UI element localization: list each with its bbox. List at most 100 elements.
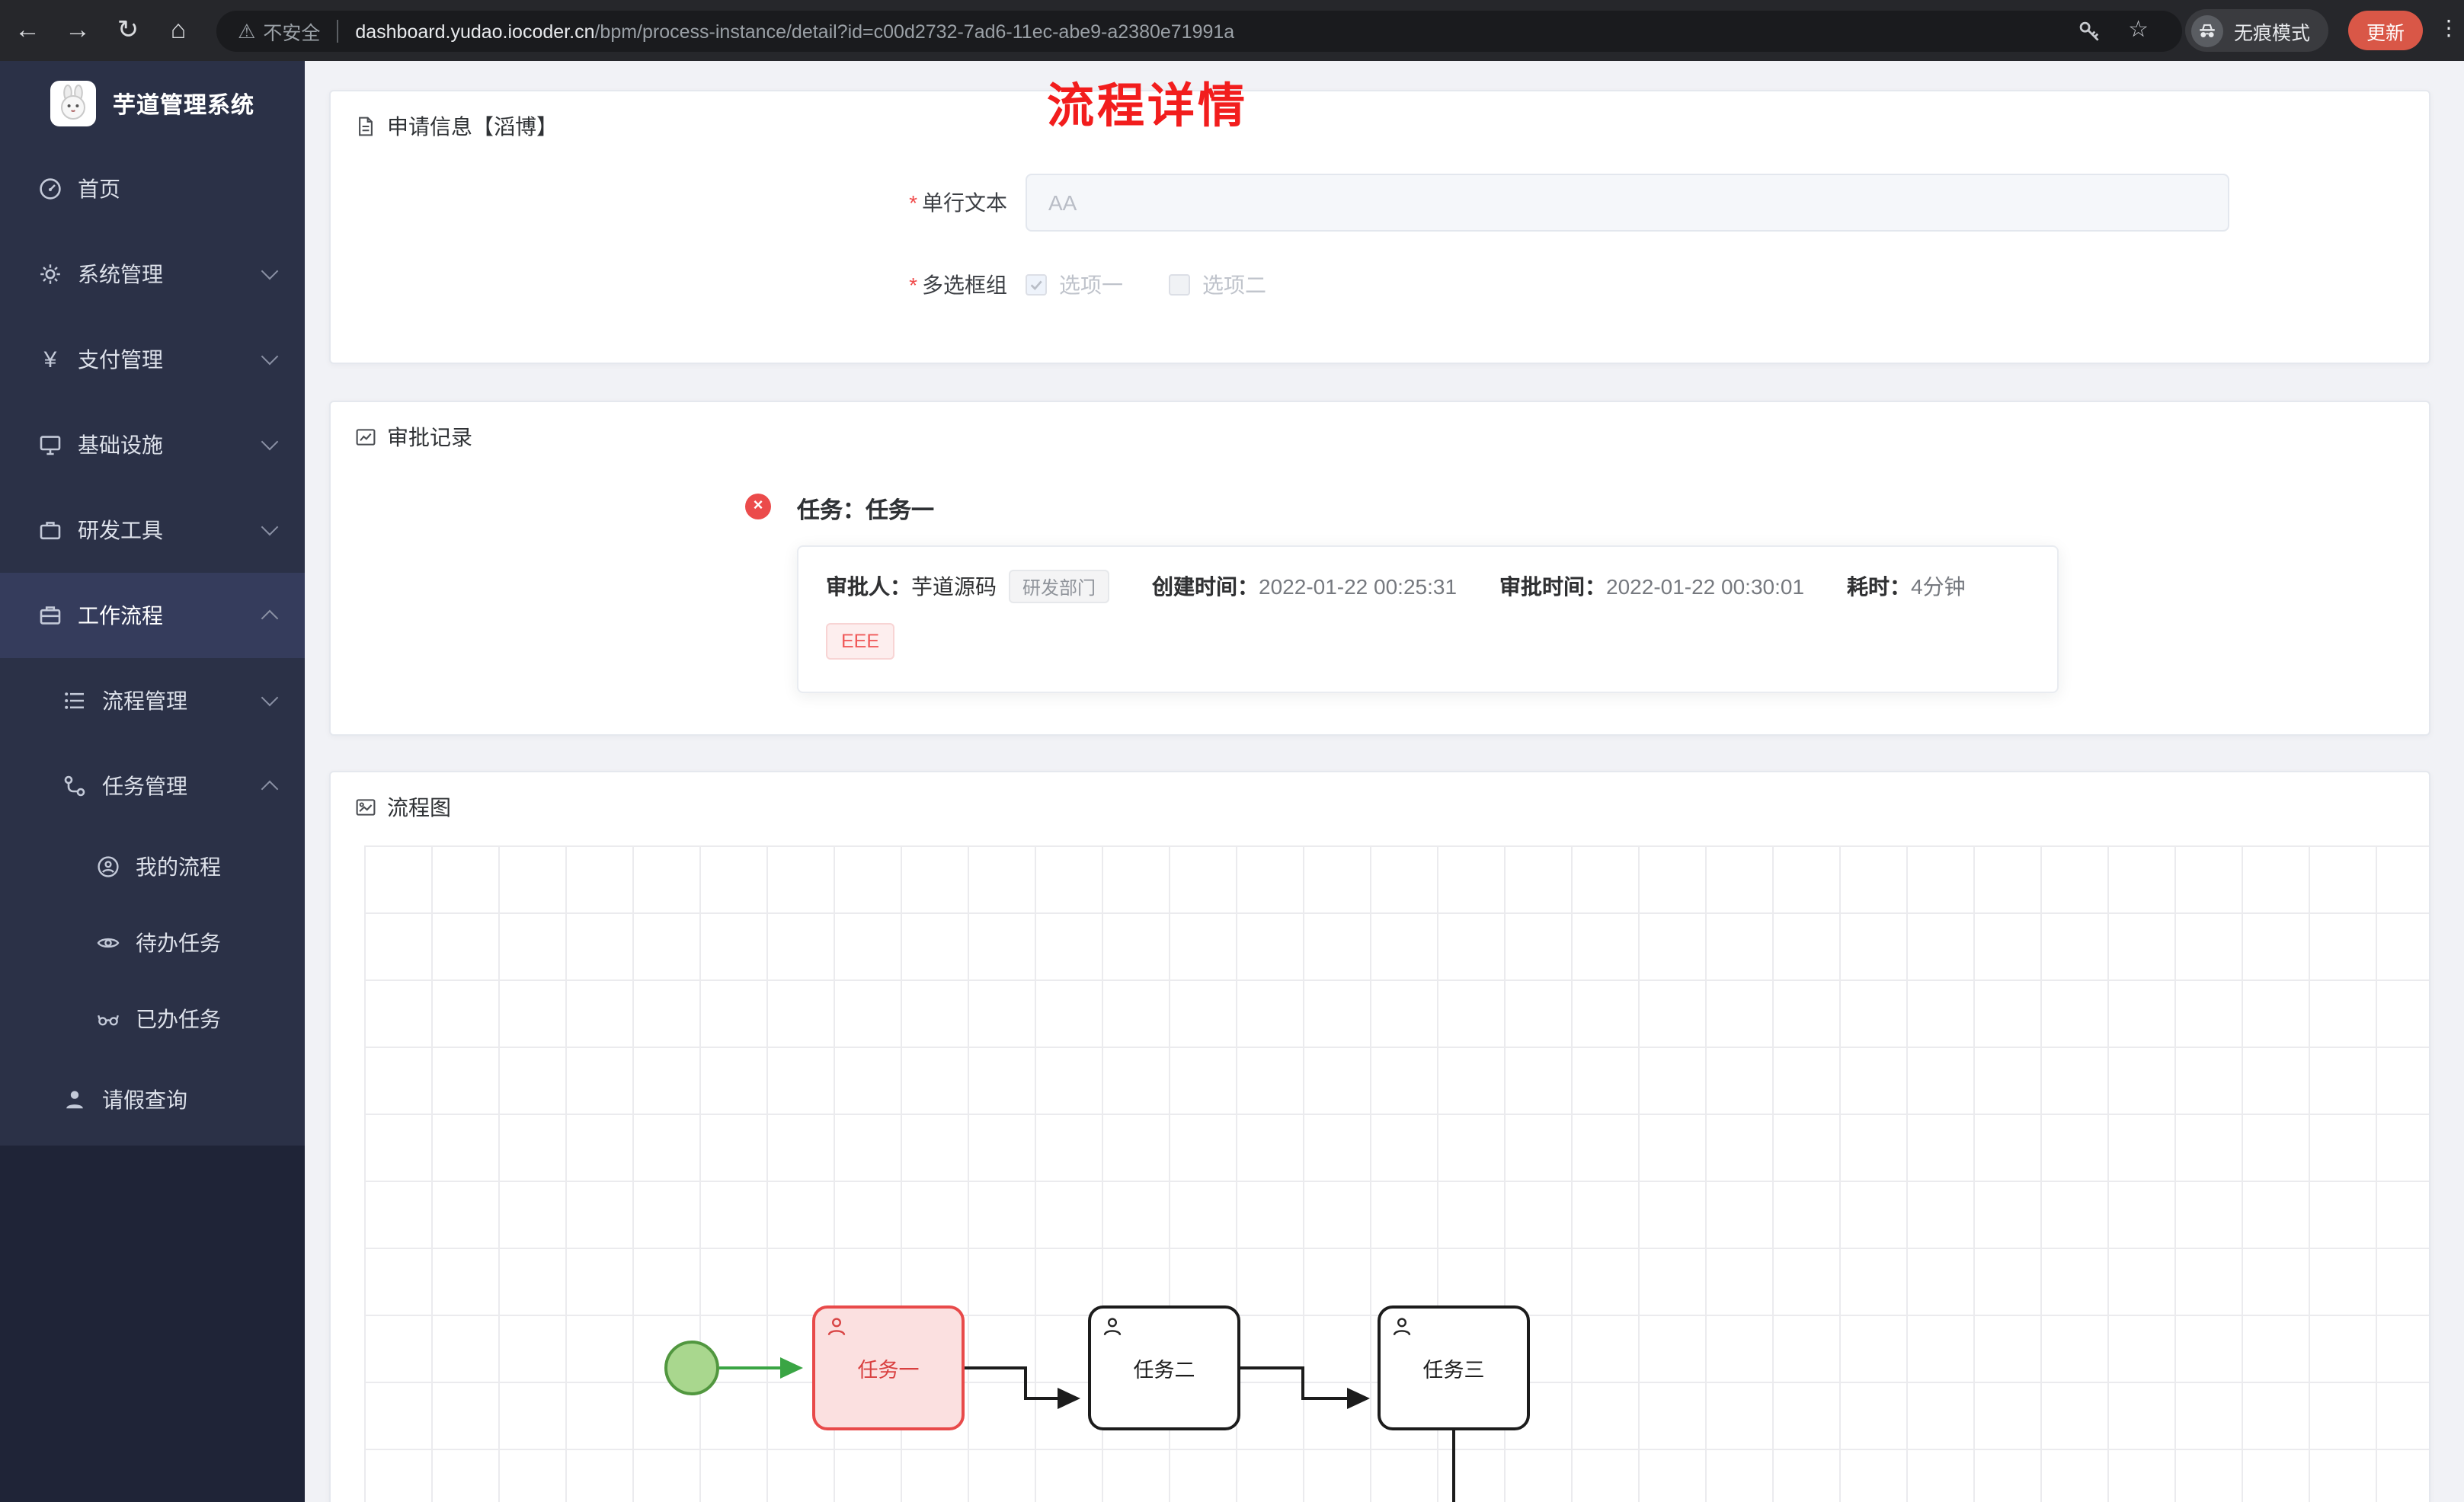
approval-records-title: 审批记录	[387, 425, 472, 449]
sidebar-item-payment[interactable]: ¥ 支付管理	[0, 317, 305, 402]
apply-info-header: 申请信息【滔博】	[331, 91, 2429, 142]
approve-time-group: 审批时间： 2022-01-22 00:30:01	[1499, 571, 1804, 602]
checkbox-option-2[interactable]: 选项二	[1169, 270, 1266, 300]
warning-icon: ⚠	[238, 19, 256, 42]
bpmn-task-2[interactable]: 任务二	[1088, 1305, 1240, 1430]
process-diagram-header: 流程图	[331, 772, 2429, 823]
sidebar-item-label: 支付管理	[78, 347, 163, 372]
sidebar-item-label: 系统管理	[78, 262, 163, 286]
incognito-icon	[2191, 14, 2223, 46]
reload-icon[interactable]: ↻	[117, 15, 139, 44]
branch-icon	[61, 774, 88, 798]
sidebar: 芋道管理系统 首页 系统管理 ¥ 支付管理	[0, 61, 305, 1502]
password-key-icon[interactable]	[2077, 18, 2103, 44]
required-mark: *	[909, 273, 917, 297]
sidebar-item-task-mgmt[interactable]: 任务管理	[0, 743, 305, 829]
briefcase-icon	[37, 603, 64, 628]
browser-toolbar: ← → ↻ ⌂ ⚠ 不安全 dashboard.yudao.iocoder.cn…	[0, 0, 2464, 61]
approval-records-header: 审批记录	[331, 402, 2429, 452]
sidebar-item-infrastructure[interactable]: 基础设施	[0, 402, 305, 487]
app-logo-row[interactable]: 芋道管理系统	[0, 61, 305, 146]
sidebar-item-label: 基础设施	[78, 433, 163, 457]
sidebar-item-workflow[interactable]: 工作流程	[0, 573, 305, 658]
url-text: dashboard.yudao.iocoder.cn/bpm/process-i…	[355, 21, 1234, 42]
sidebar-item-devtools[interactable]: 研发工具	[0, 487, 305, 573]
bpmn-task-3[interactable]: 任务三	[1378, 1305, 1530, 1430]
sidebar-item-my-processes[interactable]: 我的流程	[0, 829, 305, 905]
bpmn-task-label: 任务三	[1422, 1359, 1485, 1382]
person-icon	[61, 1088, 88, 1112]
bpmn-connectors	[719, 1357, 1455, 1502]
person-circle-icon	[94, 855, 122, 879]
chevron-down-icon	[261, 433, 279, 451]
approver-label: 审批人：	[826, 574, 911, 599]
home-icon[interactable]: ⌂	[170, 15, 187, 44]
document-icon	[359, 117, 373, 136]
diagram-icon	[356, 799, 376, 816]
single-line-text-input[interactable]	[1026, 174, 2229, 232]
create-time-value: 2022-01-22 00:25:31	[1259, 574, 1458, 599]
checkbox-unchecked-icon	[1169, 274, 1190, 296]
sidebar-item-process-mgmt[interactable]: 流程管理	[0, 658, 305, 743]
sidebar-item-label: 我的流程	[136, 855, 221, 879]
update-button[interactable]: 更新	[2348, 11, 2424, 50]
back-icon[interactable]: ←	[14, 15, 40, 44]
user-task-icon	[826, 1316, 847, 1337]
checkbox-option-label: 选项一	[1059, 273, 1123, 297]
process-diagram-title: 流程图	[387, 795, 451, 820]
sidebar-item-done-tasks[interactable]: 已办任务	[0, 981, 305, 1057]
bookmark-star-icon[interactable]: ☆	[2128, 17, 2149, 43]
chart-square-icon	[356, 429, 376, 446]
forward-icon[interactable]: →	[65, 15, 91, 44]
sidebar-item-label: 流程管理	[102, 689, 187, 713]
toolbox-icon	[37, 518, 64, 542]
chevron-down-icon	[261, 518, 279, 536]
bpmn-canvas[interactable]: 任务一 任务二 任务三	[364, 845, 2429, 1502]
browser-menu-icon[interactable]: ⋮	[2438, 15, 2459, 40]
checkbox-option-1[interactable]: 选项一	[1026, 270, 1123, 300]
gear-icon	[37, 262, 64, 286]
checkbox-field-label: *多选框组	[909, 273, 1007, 297]
checkbox-group: 选项一 选项二	[1026, 270, 1312, 300]
incognito-label: 无痕模式	[2234, 22, 2311, 43]
dept-tag: 研发部门	[1009, 570, 1110, 603]
apply-info-title: 申请信息【滔博】	[387, 114, 558, 139]
text-field-label: *单行文本	[909, 190, 1007, 215]
flow-task2-to-task3	[1240, 1366, 1370, 1409]
text-field-row: *单行文本	[331, 174, 2229, 232]
task-title: 任务：任务一	[797, 498, 935, 524]
apply-info-card: 申请信息【滔博】 *单行文本 *多选框组 选项一	[329, 90, 2430, 364]
sidebar-item-leave-query[interactable]: 请假查询	[0, 1057, 305, 1142]
approve-time-label: 审批时间：	[1499, 574, 1607, 599]
address-bar[interactable]: ⚠ 不安全 dashboard.yudao.iocoder.cn/bpm/pro…	[216, 11, 2182, 52]
sidebar-item-home[interactable]: 首页	[0, 146, 305, 232]
bpmn-start-event[interactable]	[664, 1341, 719, 1395]
sidebar-item-label: 待办任务	[136, 931, 221, 955]
sidebar-item-label: 研发工具	[78, 518, 163, 542]
user-task-icon	[1102, 1316, 1123, 1337]
chevron-down-icon	[261, 689, 279, 707]
url-divider	[337, 20, 339, 43]
sidebar-item-label: 已办任务	[136, 1007, 221, 1031]
duration-group: 耗时： 4分钟	[1847, 571, 1966, 602]
duration-value: 4分钟	[1911, 574, 1966, 599]
sidebar-item-todo-tasks[interactable]: 待办任务	[0, 905, 305, 981]
rejected-status-icon: ×	[745, 494, 771, 519]
glasses-icon	[94, 1007, 122, 1031]
approver-name: 芋道源码	[911, 574, 997, 599]
security-label: 不安全	[263, 23, 321, 44]
approval-meta-line: 审批人： 芋道源码 研发部门 创建时间： 2022-01-22 00:25:31…	[826, 570, 2030, 603]
sidebar-item-label: 工作流程	[78, 603, 163, 628]
duration-label: 耗时：	[1847, 574, 1912, 599]
incognito-badge: 无痕模式	[2185, 9, 2329, 52]
eye-icon	[94, 931, 122, 955]
flow-task1-to-task2	[965, 1366, 1080, 1409]
bpmn-task-1[interactable]: 任务一	[812, 1305, 965, 1430]
approve-time-value: 2022-01-22 00:30:01	[1606, 574, 1805, 599]
checkbox-field-row: *多选框组 选项一 选项二	[331, 270, 1312, 300]
chevron-down-icon	[261, 347, 279, 366]
sidebar-item-system[interactable]: 系统管理	[0, 232, 305, 317]
dashboard-icon	[37, 177, 64, 201]
app-logo-icon	[50, 81, 96, 126]
